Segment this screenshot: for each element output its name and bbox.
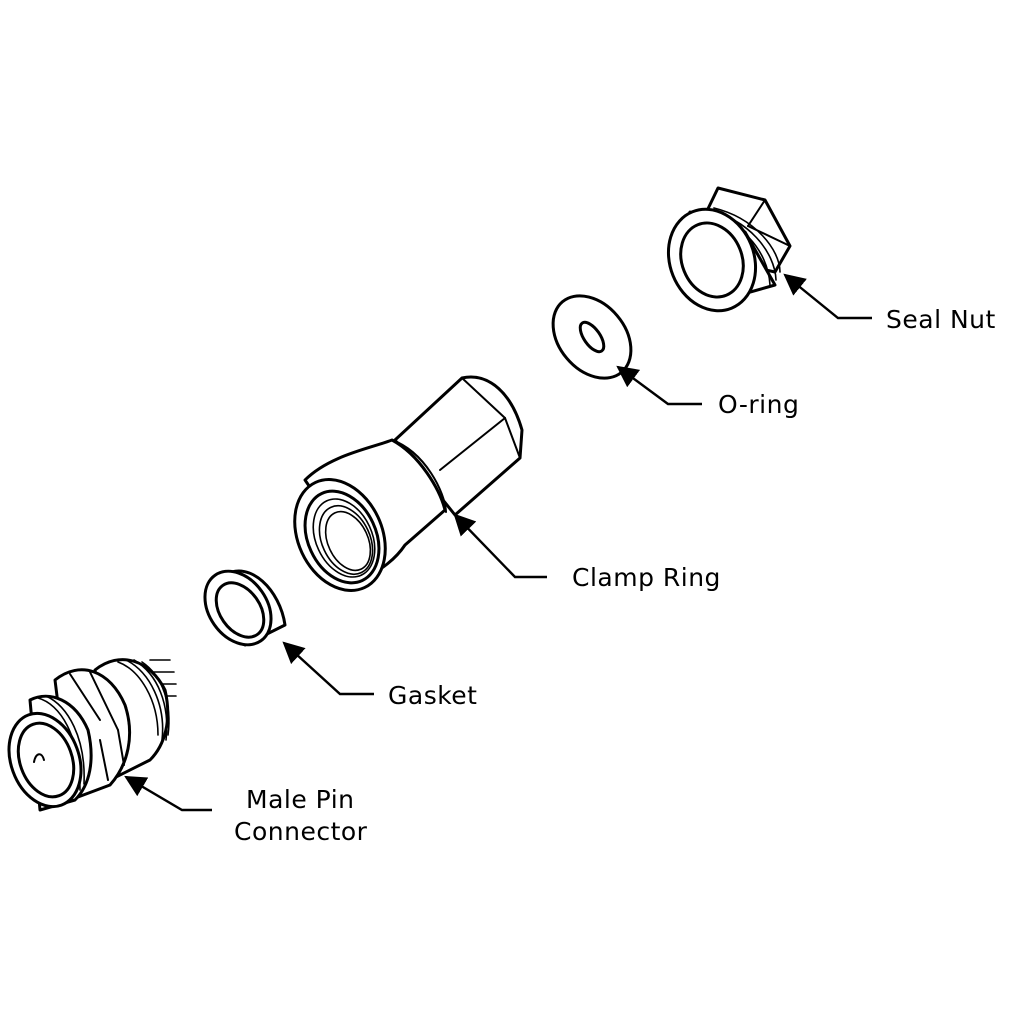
male-pin-label-line1: Male Pin (246, 785, 354, 814)
gasket-part (203, 569, 287, 647)
seal-nut-label: Seal Nut (886, 305, 996, 334)
o-ring-label: O-ring (718, 390, 799, 419)
seal-nut-leader (783, 273, 872, 320)
male-pin-label-line2: Connector (234, 817, 368, 846)
leader-lines (124, 273, 872, 812)
seal-nut-part (666, 186, 792, 313)
clamp-ring-label: Clamp Ring (572, 563, 721, 592)
male-pin-connector-part (7, 658, 177, 812)
gasket-leader (282, 641, 374, 696)
gasket-label: Gasket (388, 681, 478, 710)
o-ring-leader (616, 365, 702, 406)
clamp-ring-leader (453, 513, 547, 579)
male-pin-connector-leader (124, 775, 212, 812)
clamp-ring-part (293, 375, 524, 592)
